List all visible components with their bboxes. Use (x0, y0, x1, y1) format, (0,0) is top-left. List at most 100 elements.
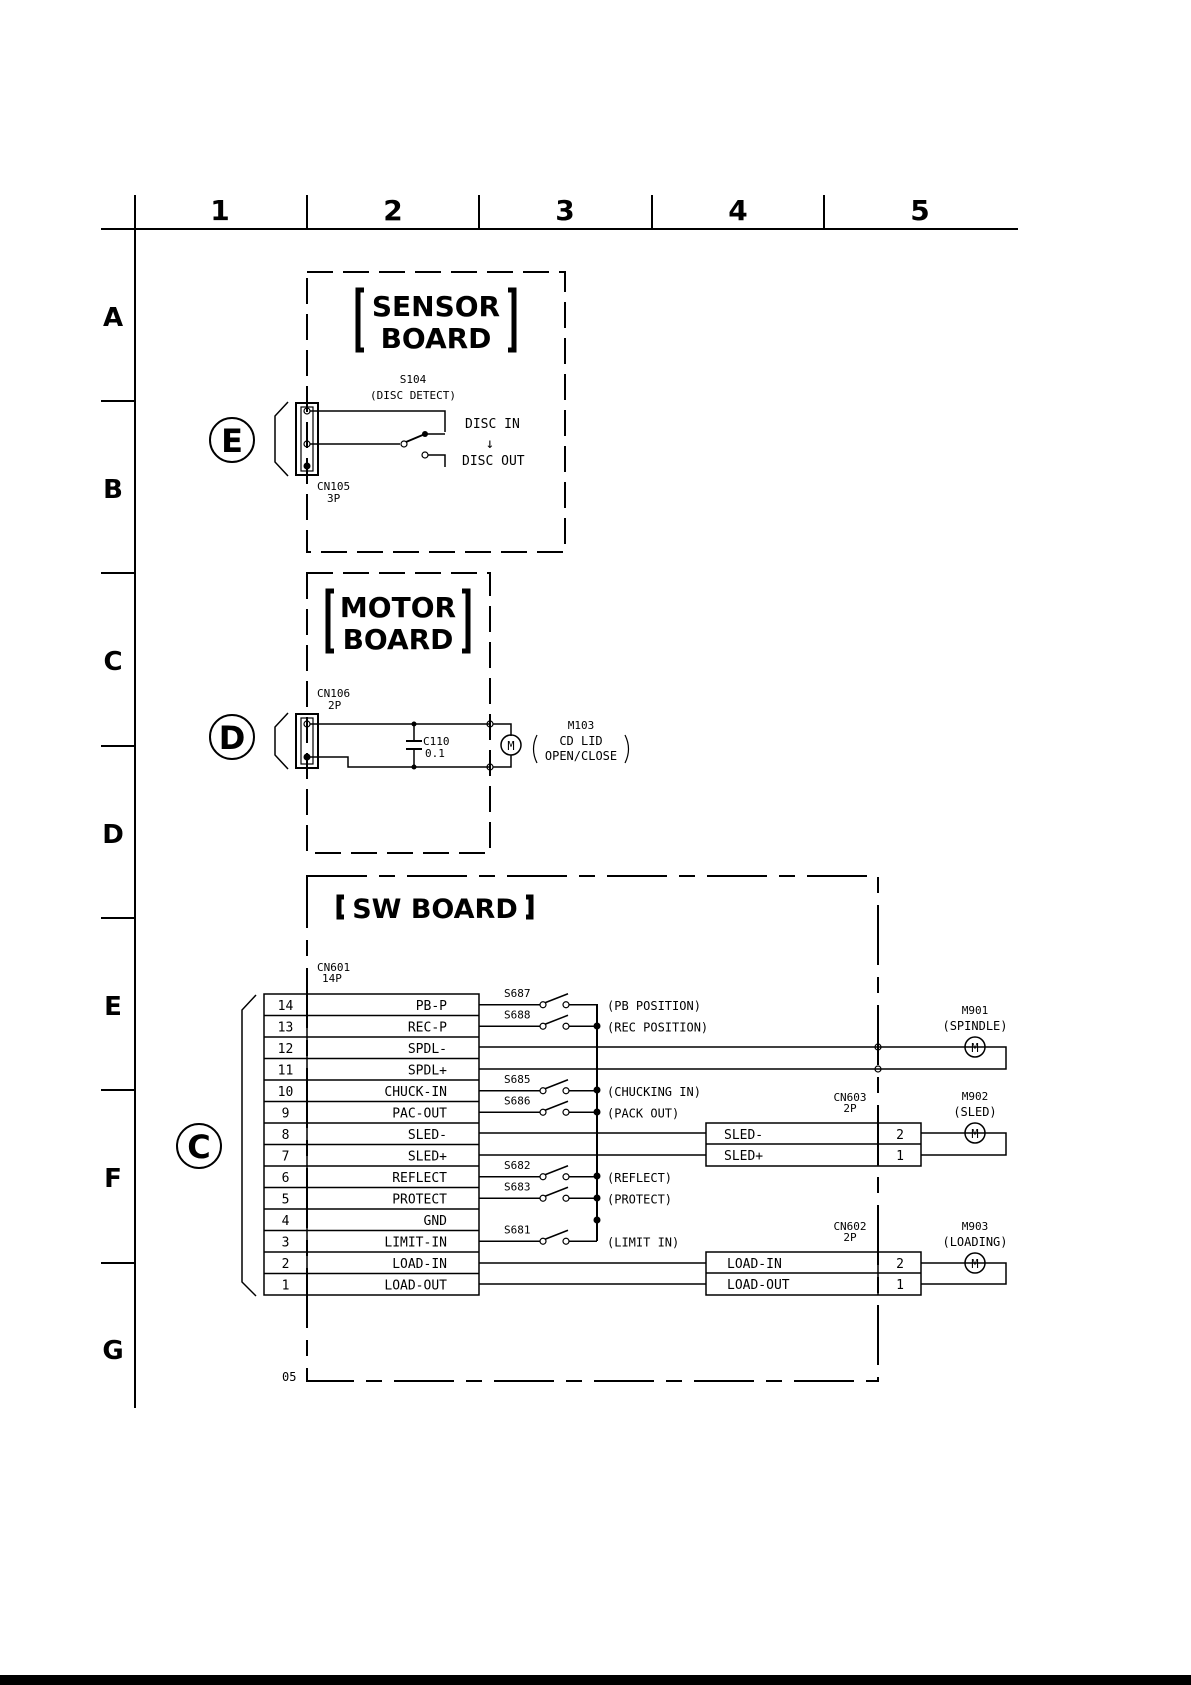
m901-motor: M901 (SPINDLE) M (942, 1004, 1008, 1058)
column-label-4: 4 (728, 194, 747, 227)
cn603-row-num: 1 (896, 1149, 904, 1164)
switch-label: (CHUCKING IN) (607, 1085, 701, 1099)
cn601-pin-name: PROTECT (392, 1193, 447, 1208)
m103-motor-symbol (500, 734, 522, 756)
column-label-5: 5 (910, 194, 929, 227)
sw-board-title-text: SW BOARD (352, 894, 518, 925)
cn601-pin-name: LOAD-OUT (384, 1279, 447, 1294)
m903-motor-letter: M (971, 1257, 978, 1271)
cn601-pin-number: 1 (282, 1279, 290, 1294)
cn602-row-num: 1 (896, 1278, 904, 1293)
cn602-row-name: LOAD-IN (727, 1257, 782, 1272)
m903-motor-symbol (964, 1252, 986, 1274)
sensor-board-title-line1: SENSOR (372, 290, 500, 323)
m901-name: (SPINDLE) (942, 1019, 1007, 1033)
sw-board-outline (306, 875, 879, 1382)
cn601-pin-name: SLED- (408, 1128, 447, 1143)
switch-ref: S681 (504, 1223, 531, 1236)
cn601-pin-name: SPDL- (408, 1042, 447, 1057)
m903-ref: M903 (962, 1220, 989, 1233)
switch-label: (LIMIT IN) (607, 1235, 679, 1249)
cn105-connector (295, 402, 319, 476)
cn602-row-name: LOAD-OUT (727, 1278, 790, 1293)
m903-name: (LOADING) (942, 1235, 1007, 1249)
cn601-pin-number: 6 (282, 1171, 290, 1186)
cn601-ref: CN601 (317, 961, 350, 974)
cn601-pins: 14P (322, 972, 342, 985)
marker-e-circle (209, 417, 255, 463)
cn601-pin-name: GND (424, 1214, 448, 1229)
switch-s688: S688(REC POSITION) (479, 1008, 708, 1034)
c110-ref: C110 (423, 735, 450, 748)
cn601-pin-name: CHUCK-IN (384, 1085, 447, 1100)
row-label-G: G (102, 1336, 123, 1366)
m103-ref: M103 (568, 719, 595, 732)
switch-s681: S681 (LIMIT IN) (479, 1223, 679, 1249)
cn106-connector (295, 713, 319, 769)
cn603-ref: CN603 (833, 1091, 866, 1104)
m901-motor-symbol (964, 1036, 986, 1058)
cn601-pin-number: 11 (278, 1064, 294, 1079)
disc-in-label: DISC IN (465, 417, 520, 432)
cn603-pins: 2P (843, 1102, 857, 1115)
switch-s686: S686(PACK OUT) (479, 1094, 679, 1120)
cn601-pin-number: 5 (282, 1193, 290, 1208)
cn602-ref: CN602 (833, 1220, 866, 1233)
cn601-pin-number: 13 (278, 1021, 294, 1036)
switch-ref: S683 (504, 1180, 531, 1193)
m103-name-line2: OPEN/CLOSE (545, 749, 617, 763)
cn601-pin-name: REC-P (408, 1021, 447, 1036)
disc-out-label: DISC OUT (462, 454, 525, 469)
switch-ref: S685 (504, 1073, 531, 1086)
cn603-row-name: SLED+ (724, 1149, 763, 1164)
cn105-pins: 3P (327, 492, 341, 505)
sensor-board: SENSOR BOARD S104 (DISC DETECT) CN105 3P… (209, 271, 566, 553)
switch-s685: S685 (CHUCKING IN) (479, 1073, 701, 1099)
cn601-pin-name: LOAD-IN (392, 1257, 447, 1272)
cn601-pin-number: 12 (278, 1042, 294, 1057)
m901-ref: M901 (962, 1004, 989, 1017)
bottom-bar (0, 1675, 1191, 1685)
m103-name-line1: CD LID (559, 734, 602, 748)
switch-s687: S687(PB POSITION) (479, 987, 701, 1013)
cn601-pin-number: 8 (282, 1128, 290, 1143)
cn601-pin-name: PB-P (416, 999, 447, 1014)
cn602-row-num: 2 (896, 1257, 904, 1272)
motor-board-title: MOTOR BOARD (325, 588, 471, 656)
switch-s682: S682(REFLECT) (479, 1159, 672, 1185)
cn601-pin-number: 4 (282, 1214, 290, 1229)
column-label-1: 1 (210, 194, 229, 227)
switch-s683: S683(PROTECT) (479, 1180, 672, 1206)
disc-arrow: ↓ (486, 436, 494, 452)
m901-motor-letter: M (971, 1041, 978, 1055)
cn601-pin-number: 2 (282, 1257, 290, 1272)
page-code: 05 (282, 1370, 296, 1384)
switch-group: S687(PB POSITION)S688(REC POSITION) S685 (… (479, 987, 708, 1249)
sensor-board-title-line2: BOARD (381, 322, 492, 355)
motor-board-title-line2: BOARD (343, 623, 454, 656)
cn602-connector: CN602 2P LOAD-IN LOAD-OUT 2 1 (705, 1220, 922, 1296)
cn601-pin-name: REFLECT (392, 1171, 447, 1186)
row-label-B: B (103, 475, 123, 505)
switch-ref: S688 (504, 1008, 531, 1021)
motor-board-title-line1: MOTOR (340, 591, 456, 624)
c110-value: 0.1 (425, 747, 445, 760)
cn601-pin-name: PAC-OUT (392, 1107, 447, 1122)
cn601-pin-number: 10 (278, 1085, 294, 1100)
switch-label: (PACK OUT) (607, 1106, 679, 1120)
row-label-C: C (103, 647, 122, 677)
cn601-pin-name: SPDL+ (408, 1064, 447, 1079)
cn105-ref: CN105 (317, 480, 350, 493)
switch-label: (REFLECT) (607, 1171, 672, 1185)
cn602-pins: 2P (843, 1231, 857, 1244)
s104-name: (DISC DETECT) (370, 389, 456, 402)
row-label-E: E (104, 992, 122, 1022)
grid-column-labels: 1 2 3 4 5 (210, 194, 929, 227)
row-label-A: A (103, 303, 123, 333)
cn603-connector: CN603 2P SLED- SLED+ 2 1 (705, 1091, 922, 1167)
cn601-pin-number: 3 (282, 1236, 290, 1251)
cn106-ref: CN106 (317, 687, 350, 700)
row-label-D: D (102, 820, 124, 850)
s104-ref: S104 (400, 373, 427, 386)
